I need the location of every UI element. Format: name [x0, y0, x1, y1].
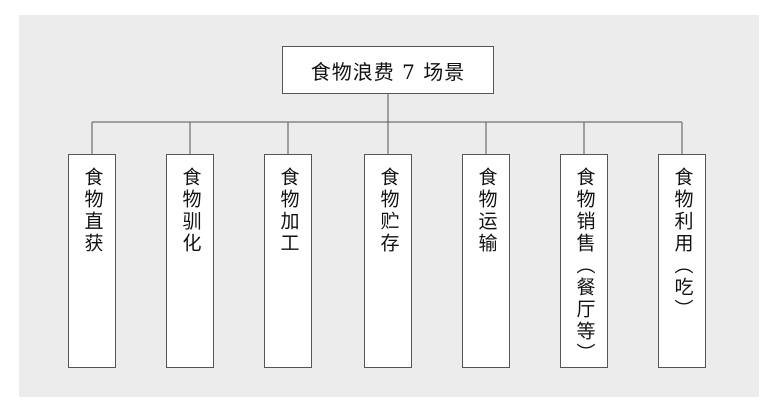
leaf-node-processing: 食物加工 — [264, 154, 312, 368]
leaf-node-domestication: 食物驯化 — [166, 154, 214, 368]
leaf-label: 食物直获 — [81, 167, 104, 255]
leaf-node-consumption: 食物利用（吃） — [658, 154, 706, 368]
leaf-node-direct-harvest: 食物直获 — [68, 154, 116, 368]
leaf-label: 食物驯化 — [179, 167, 202, 255]
leaf-label: 食物运输 — [475, 167, 498, 255]
leaf-node-storage: 食物贮存 — [364, 154, 412, 368]
root-node: 食物浪费 7 场景 — [282, 46, 494, 94]
root-node-label: 食物浪费 7 场景 — [310, 59, 466, 84]
leaf-label: 食物加工 — [277, 167, 300, 255]
leaf-label: 食物贮存 — [377, 167, 400, 255]
leaf-node-sales: 食物销售（餐厅等） — [560, 154, 608, 368]
leaf-label: 食物销售（餐厅等） — [573, 167, 596, 365]
leaf-node-transport: 食物运输 — [462, 154, 510, 368]
leaf-label: 食物利用（吃） — [671, 167, 694, 321]
